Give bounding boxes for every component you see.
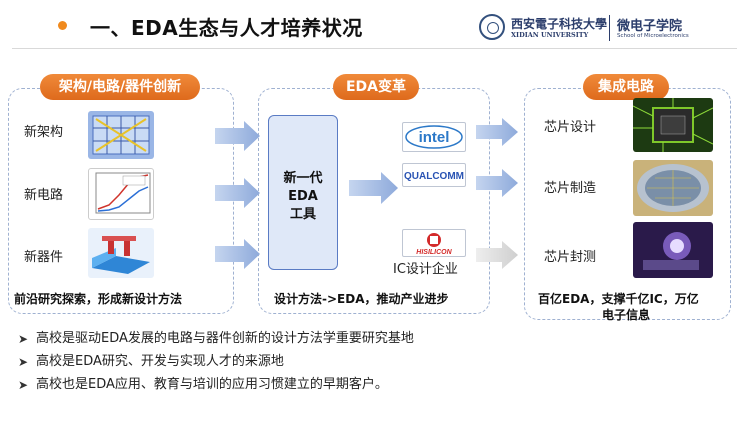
chip-manufacturing-image — [633, 160, 713, 216]
chevron-right-icon: ➤ — [18, 332, 29, 346]
new-eda-tool-box: 新一代 EDA 工具 — [268, 115, 338, 270]
ic-caption-line-1: 百亿EDA，支撑千亿IC，万亿 — [538, 292, 699, 306]
bullet-item: ➤ 高校也是EDA应用、教育与培训的应用习惯建立的早期客户。 — [18, 376, 414, 399]
tool-line-2: EDA — [288, 189, 318, 204]
device-image — [88, 228, 154, 278]
logo-divider — [609, 15, 610, 41]
bullet-text: 高校是EDA研究、开发与实现人才的来源地 — [36, 354, 284, 369]
circuit-plot-image — [88, 168, 154, 220]
university-name-cn: 西安電子科技大學 — [511, 17, 608, 31]
header-divider — [12, 48, 737, 49]
qualcomm-logo-text: QUALCOMM — [404, 171, 464, 182]
innovation-caption: 前沿研究探索，形成新设计方法 — [14, 292, 183, 306]
hisilicon-logo-text: HISILICON — [416, 249, 452, 256]
hisilicon-logo: HISILICON — [402, 229, 466, 257]
bullet-item: ➤ 高校是驱动EDA发展的电路与器件创新的设计方法学重要研究基地 — [18, 330, 414, 353]
innovation-panel-title: 架构/电路/器件创新 — [40, 74, 200, 100]
tool-line-3: 工具 — [289, 207, 316, 222]
qualcomm-logo: QUALCOMM — [402, 163, 466, 187]
chip-packaging-test-label: 芯片封测 — [544, 250, 597, 265]
chevron-right-icon: ➤ — [18, 355, 29, 369]
eda-change-caption: 设计方法->EDA，推动产业进步 — [274, 292, 449, 306]
intel-logo-text: intel — [419, 129, 450, 146]
school-name-en: School of Microelectronics — [617, 33, 689, 39]
orange-bullet-icon — [58, 21, 67, 30]
bullet-item: ➤ 高校是EDA研究、开发与实现人才的来源地 — [18, 353, 414, 376]
bullet-list: ➤ 高校是驱动EDA发展的电路与器件创新的设计方法学重要研究基地 ➤ 高校是ED… — [18, 330, 414, 399]
new-circuit-label: 新电路 — [24, 188, 64, 203]
chip-packaging-image — [633, 222, 713, 278]
chevron-right-icon: ➤ — [18, 378, 29, 392]
architecture-image — [88, 111, 154, 159]
bullet-text: 高校也是EDA应用、教育与培训的应用习惯建立的早期客户。 — [36, 377, 388, 392]
page-title: 一、EDA生态与人才培养状况 — [90, 16, 363, 40]
tool-line-1: 新一代 — [283, 171, 323, 186]
university-emblem-icon — [479, 14, 505, 40]
eda-change-panel-title: EDA变革 — [333, 74, 419, 100]
school-name-cn: 微电子学院 — [617, 19, 683, 34]
chip-design-label: 芯片设计 — [544, 120, 597, 135]
ic-design-company-label: IC设计企业 — [393, 262, 458, 277]
new-device-label: 新器件 — [24, 250, 64, 265]
ic-panel-title: 集成电路 — [583, 74, 669, 100]
intel-logo: intel — [402, 122, 466, 152]
university-name-en: XIDIAN UNIVERSITY — [511, 31, 589, 39]
chip-design-image — [633, 98, 713, 152]
bullet-text: 高校是驱动EDA发展的电路与器件创新的设计方法学重要研究基地 — [36, 331, 414, 346]
ic-caption-line-2: 电子信息 — [602, 308, 651, 322]
chip-manufacturing-label: 芯片制造 — [544, 181, 597, 196]
new-architecture-label: 新架构 — [24, 125, 64, 140]
